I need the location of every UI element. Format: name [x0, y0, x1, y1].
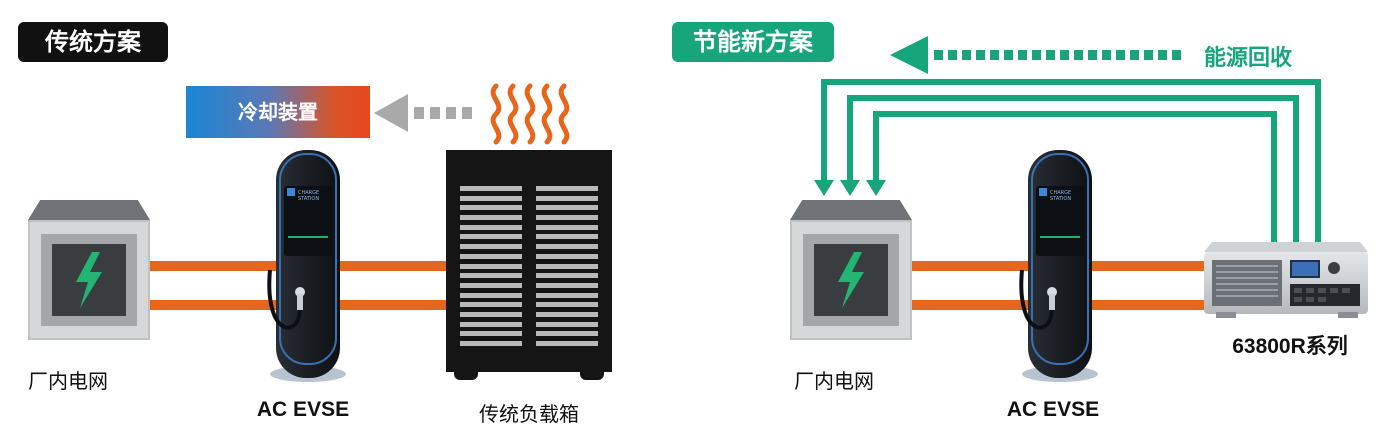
- return-arrow-head: [866, 180, 886, 196]
- recovery-arrow-dash: [1088, 50, 1097, 60]
- traditional-load-box: [446, 150, 612, 372]
- factory-grid-right-label: 厂内电网: [794, 369, 874, 393]
- heat-wave: [490, 83, 502, 145]
- return-arrow-head: [840, 180, 860, 196]
- energy-recovery-label: 能源回收: [1204, 46, 1293, 71]
- factory-grid-right: [790, 200, 912, 340]
- recovery-arrow-dash: [1060, 50, 1069, 60]
- evse-screen-line1: CHARGE: [298, 190, 319, 196]
- recovery-arrow-dash: [934, 50, 943, 60]
- recovery-arrow-dash: [976, 50, 985, 60]
- energy-return-lines: [814, 79, 1321, 200]
- traditional-load-box-label: 传统负载箱: [479, 402, 579, 426]
- return-line-outer: [821, 79, 1321, 200]
- recovery-arrow-dash: [1172, 50, 1181, 60]
- ac-evse-charger-right: CHARGE STATION: [1019, 150, 1098, 382]
- ac-evse-left-label: AC EVSE: [256, 398, 350, 421]
- heat-waves-icon: [490, 83, 570, 145]
- recovery-arrow-dash: [962, 50, 971, 60]
- heat-arrow-dash: [462, 107, 472, 119]
- recovery-arrow-dash: [948, 50, 957, 60]
- traditional-scheme-title: 传统方案: [18, 22, 168, 62]
- recovery-arrow-dash: [1004, 50, 1013, 60]
- energy-saving-scheme-title: 节能新方案: [672, 22, 834, 62]
- recovery-arrow-dash: [1018, 50, 1027, 60]
- vent-column: [460, 186, 522, 346]
- energy-return-lines-down: [1271, 196, 1321, 242]
- return-arrow-head: [814, 180, 834, 196]
- cabinet-foot: [580, 370, 604, 380]
- recovery-arrow-dash: [1074, 50, 1083, 60]
- cabinet-foot: [454, 370, 478, 380]
- recovery-arrow-dash: [1102, 50, 1111, 60]
- lightning-bolt-icon: [838, 252, 864, 308]
- vent-column: [536, 186, 598, 346]
- recovery-arrow-dash: [1116, 50, 1125, 60]
- ac-evse-charger-left: CHARGE STATION: [267, 150, 346, 382]
- cooling-device-label: 冷却装置: [186, 86, 370, 138]
- heat-arrow-head: [374, 94, 408, 132]
- factory-grid-left-label: 厂内电网: [28, 369, 108, 393]
- energy-recovery-arrow: [890, 36, 1181, 74]
- heat-flow-arrow: [374, 94, 472, 132]
- evse-screen-line1: CHARGE: [1050, 190, 1071, 196]
- heat-wave: [558, 83, 570, 145]
- recovery-arrow-dash: [1144, 50, 1153, 60]
- heat-arrow-dash: [446, 107, 456, 119]
- heat-wave: [541, 83, 553, 145]
- heat-arrow-dash: [414, 107, 424, 119]
- 63800r-series-label: 63800R系列: [1232, 335, 1348, 358]
- recovery-arrow-dash: [1158, 50, 1167, 60]
- recovery-arrow-dash: [1130, 50, 1139, 60]
- evse-screen-line2: STATION: [1050, 196, 1071, 202]
- heat-wave: [524, 83, 536, 145]
- recovery-arrow-head: [890, 36, 928, 74]
- evse-screen-line2: STATION: [298, 196, 319, 202]
- lightning-bolt-icon: [76, 252, 102, 308]
- 63800r-regenerative-load: [1204, 242, 1368, 318]
- return-line-inner: [873, 111, 1277, 200]
- return-line-middle: [847, 95, 1299, 200]
- heat-arrow-dash: [430, 107, 440, 119]
- recovery-arrow-dash: [1032, 50, 1041, 60]
- factory-grid-left: [28, 200, 150, 340]
- ac-evse-right-label: AC EVSE: [1006, 398, 1100, 421]
- recovery-arrow-dash: [1046, 50, 1055, 60]
- recovery-arrow-dash: [990, 50, 999, 60]
- heat-wave: [507, 83, 519, 145]
